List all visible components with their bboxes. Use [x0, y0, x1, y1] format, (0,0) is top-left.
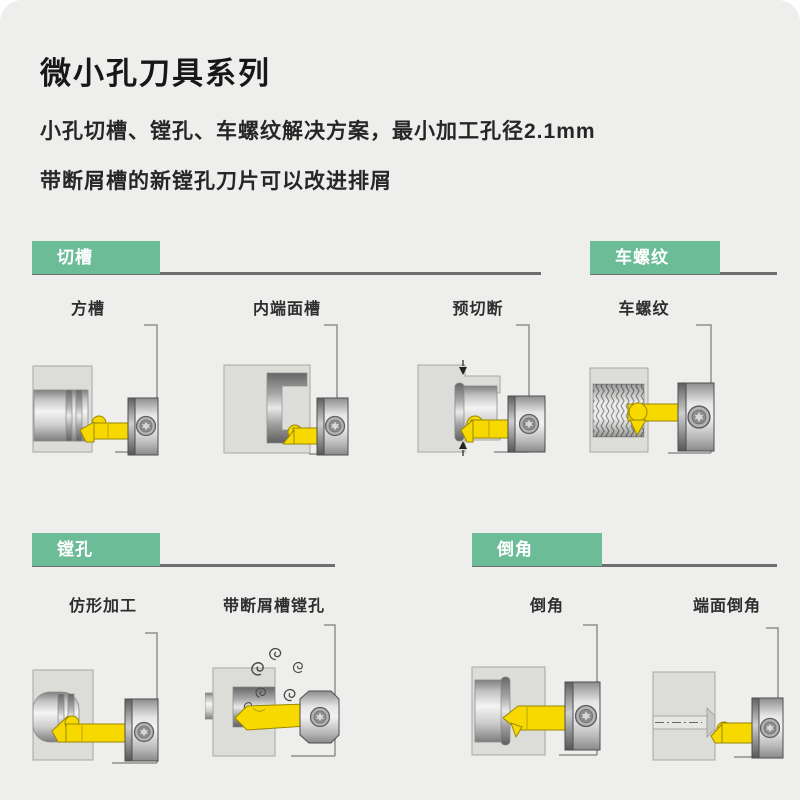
panel-label-pre-cutoff: 预切断	[452, 301, 504, 318]
chip-curl-icon	[282, 688, 297, 702]
section-header-thread-turning: 车螺纹	[590, 241, 720, 274]
torx-screw-icon	[687, 405, 711, 429]
tool-holder	[299, 690, 340, 744]
chip-curl-icon	[291, 661, 305, 675]
cut-mark-arrows	[459, 360, 467, 456]
illustration-face-chamfer	[652, 627, 784, 761]
torx-screw-icon	[135, 415, 157, 437]
panel-label-profiling: 仿形加工	[68, 598, 138, 615]
illustration-thread-turning	[589, 324, 715, 454]
section-underline-chamfer	[472, 564, 777, 567]
subtitle-line-1: 小孔切槽、镗孔、车螺纹解决方案，最小加工孔径2.1mm	[40, 120, 596, 143]
panel-label-internal-face-groove: 内端面槽	[252, 301, 322, 318]
torx-screw-icon	[133, 721, 155, 743]
tool-holder	[124, 698, 159, 762]
panel-label-thread-turning: 车螺纹	[618, 301, 670, 318]
page-title: 微小孔刀具系列	[40, 56, 271, 91]
workpiece	[417, 364, 501, 453]
illustration-internal-face-groove	[223, 324, 349, 456]
panel-label-square-groove: 方槽	[70, 301, 106, 318]
tool-holder	[564, 681, 601, 751]
panel-label-face-chamfer: 端面倒角	[692, 598, 762, 615]
torx-screw-icon	[324, 415, 346, 437]
tool-holder	[316, 397, 349, 456]
section-underline-boring	[32, 564, 335, 567]
cutting-tool	[282, 424, 319, 445]
cutting-tool	[710, 721, 756, 744]
panel-label-chipbreaker-boring: 带断屑槽镗孔	[222, 598, 326, 615]
workpiece	[652, 671, 716, 761]
tool-holder	[127, 397, 159, 456]
illustration-profiling	[32, 632, 159, 764]
section-underline-grooving	[32, 272, 541, 275]
illustration-chamfer	[471, 624, 601, 756]
torx-screw-icon	[759, 717, 781, 739]
tool-holder	[507, 395, 546, 453]
cutting-tool	[627, 402, 679, 436]
workpiece	[32, 669, 94, 761]
torx-screw-icon	[518, 413, 540, 435]
chip-curl-icon	[267, 646, 283, 662]
section-header-grooving: 切槽	[32, 241, 160, 274]
illustration-chipbreaker-boring	[205, 624, 340, 757]
torx-screw-icon	[309, 706, 331, 728]
cutting-tool	[234, 703, 308, 731]
subtitle-line-2: 带断屑槽的新镗孔刀片可以改进排屑	[40, 170, 392, 193]
torx-screw-icon	[574, 704, 598, 728]
panel-label-chamfer: 倒角	[529, 598, 565, 615]
tool-holder	[677, 382, 715, 452]
workpiece	[223, 364, 311, 454]
section-header-chamfer: 倒角	[472, 533, 602, 566]
illustration-square-groove	[32, 324, 159, 456]
section-header-boring: 镗孔	[32, 533, 160, 566]
illustration-pre-cutoff	[417, 324, 546, 456]
tool-holder	[751, 697, 784, 759]
workpiece	[471, 666, 546, 756]
workpiece	[32, 365, 93, 453]
